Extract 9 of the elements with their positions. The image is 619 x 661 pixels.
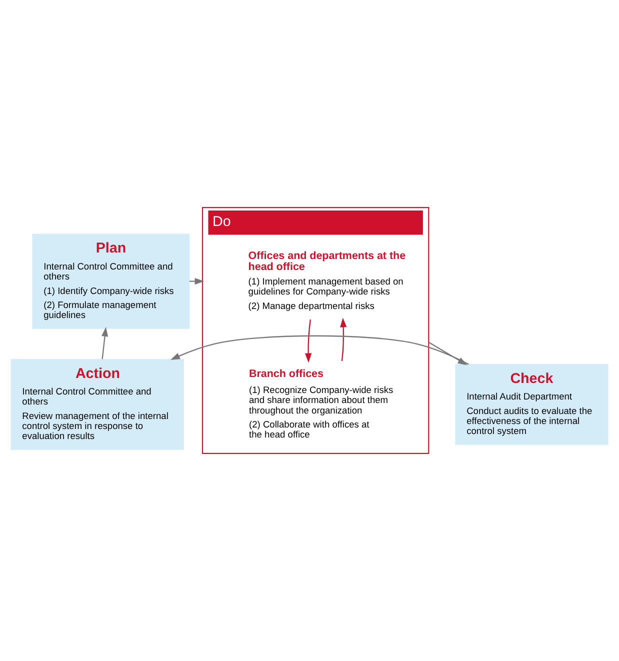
arrow: [189, 278, 204, 285]
arrow: [304, 319, 312, 363]
node-box: Check Internal Audit Department Conduct audits to evaluate the effectiveness of the internal control system: [455, 364, 608, 445]
node-box: Plan Internal Control Committee and others (1) Identify Company-wide risks (2) Formulate management guidelines: [32, 234, 190, 329]
node-text: Offices and departments at the head office (1) Implement management based on guidelines for Company-wide risks (2) Manage departmental risks: [248, 250, 406, 311]
node-text: Branch offices (1) Recognize Company-wide risks and share information about them throughout the organization (2) Collaborate with offices at the head office: [249, 368, 394, 440]
arrow: [340, 318, 347, 362]
node-box: Action Internal Control Committee and others Review management of the internal control system in response to evaluation results: [10, 358, 184, 450]
arrow: [102, 326, 108, 360]
